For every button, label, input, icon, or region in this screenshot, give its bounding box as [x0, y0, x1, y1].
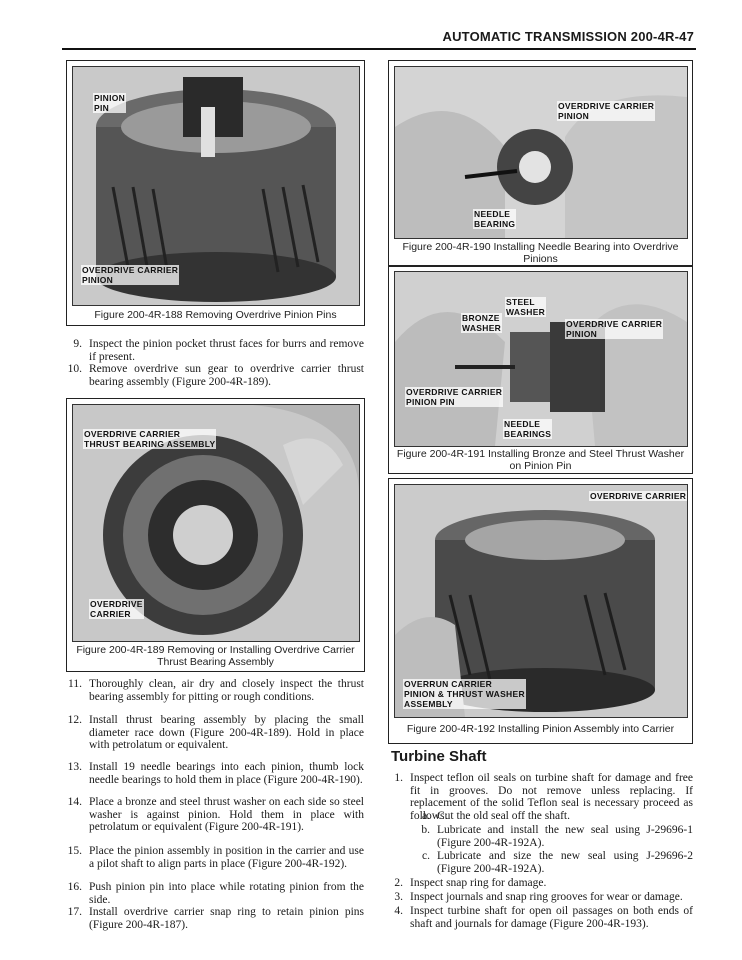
figure-189-caption: Figure 200-4R-189 Removing or Installing…: [76, 644, 355, 668]
label-overdrive-carrier: OVERDRIVE CARRIER: [89, 599, 144, 619]
page-header-title: AUTOMATIC TRANSMISSION 200-4R-47: [442, 29, 694, 44]
turbine-step-1: 1. Inspect teflon oil seals on turbine s…: [394, 772, 693, 822]
figure-190-photo: [394, 66, 688, 239]
figure-188-caption: Figure 200-4R-188 Removing Overdrive Pin…: [94, 309, 337, 321]
label-overdrive-carrier-pinion: OVERDRIVE CARRIER PINION: [565, 319, 664, 339]
turbine-step-1c: c. Lubricate and size the new seal using…: [422, 850, 693, 875]
figure-192: OVERDRIVE CARRIER OVERRUN CARRIER PINION…: [388, 478, 693, 744]
figure-192-caption: Figure 200-4R-192 Installing Pinion Asse…: [406, 723, 675, 735]
turbine-step-3: 3. Inspect journals and snap ring groove…: [394, 891, 683, 903]
step-10: 10. Remove overdrive sun gear to overdri…: [67, 363, 364, 388]
section-heading-turbine-shaft: Turbine Shaft: [391, 748, 487, 765]
figure-191: STEEL WASHER BRONZE WASHER OVERDRIVE CAR…: [388, 266, 693, 474]
step-16: 16. Push pinion pin into place while rot…: [67, 881, 364, 906]
figure-188: PINION PIN OVERDRIVE CARRIER PINION Figu…: [66, 60, 365, 326]
figure-191-photo: [394, 271, 688, 447]
label-overdrive-carrier-thrust-bearing-assembly: OVERDRIVE CARRIER THRUST BEARING ASSEMBL…: [83, 429, 217, 449]
step-9: 9. Inspect the pinion pocket thrust face…: [73, 338, 364, 363]
label-steel-washer: STEEL WASHER: [505, 297, 547, 317]
label-pinion-pin: PINION PIN: [93, 93, 127, 113]
turbine-step-4: 4. Inspect turbine shaft for open oil pa…: [394, 905, 693, 930]
step-15: 15. Place the pinion assembly in positio…: [67, 845, 364, 870]
label-overrun-carrier-pinion-thrust-washer-assembly: OVERRUN CARRIER PINION & THRUST WASHER A…: [403, 679, 526, 709]
label-overdrive-carrier-pinion: OVERDRIVE CARRIER PINION: [557, 101, 656, 121]
step-13: 13. Install 19 needle bearings into each…: [67, 761, 364, 786]
step-11: 11. Thoroughly clean, air dry and closel…: [68, 678, 364, 703]
figure-189: OVERDRIVE CARRIER THRUST BEARING ASSEMBL…: [66, 398, 365, 672]
label-overdrive-carrier-pinion-pin: OVERDRIVE CARRIER PINION PIN: [405, 387, 504, 407]
figure-190-caption: Figure 200-4R-190 Installing Needle Bear…: [402, 241, 679, 265]
turbine-step-2: 2. Inspect snap ring for damage.: [394, 877, 547, 889]
label-overdrive-carrier-pinion: OVERDRIVE CARRIER PINION: [81, 265, 180, 285]
label-needle-bearings: NEEDLE BEARINGS: [503, 419, 553, 439]
label-bronze-washer: BRONZE WASHER: [461, 313, 503, 333]
label-needle-bearing: NEEDLE BEARING: [473, 209, 517, 229]
label-overdrive-carrier: OVERDRIVE CARRIER: [589, 491, 688, 501]
step-17: 17. Install overdrive carrier snap ring …: [67, 906, 364, 931]
page-header: AUTOMATIC TRANSMISSION 200-4R-47: [62, 28, 696, 50]
step-12: 12. Install thrust bearing assembly by p…: [67, 714, 364, 751]
turbine-step-1a: a. Cut the old seal off the shaft.: [422, 810, 570, 822]
figure-191-caption: Figure 200-4R-191 Installing Bronze and …: [396, 448, 685, 472]
turbine-step-1b: b. Lubricate and install the new seal us…: [421, 824, 693, 849]
step-14: 14. Place a bronze and steel thrust wash…: [67, 796, 364, 833]
figure-190: OVERDRIVE CARRIER PINION NEEDLE BEARING …: [388, 60, 693, 266]
